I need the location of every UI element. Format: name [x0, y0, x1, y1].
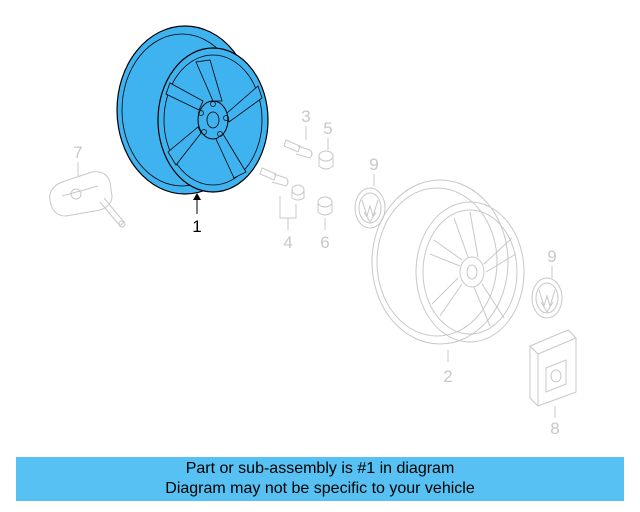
bolt[interactable] [259, 167, 305, 201]
callout-1[interactable]: 1 [192, 217, 201, 236]
callout-2[interactable]: 2 [443, 367, 452, 386]
caption-line-2: Diagram may not be specific to your vehi… [165, 480, 475, 497]
caption-line-1: Part or sub-assembly is #1 in diagram [185, 460, 455, 477]
callout-7[interactable]: 7 [73, 143, 82, 162]
callout-4[interactable]: 4 [283, 233, 292, 252]
emblem-left[interactable] [354, 187, 386, 229]
callout-3[interactable]: 3 [301, 107, 310, 126]
leader-arrow-1 [193, 193, 201, 200]
wheel-highlighted[interactable] [116, 25, 269, 195]
parts-diagram: 1 7 3 5 4 6 [49, 25, 577, 438]
wheel-background[interactable] [371, 179, 525, 345]
caption-banner: Part or sub-assembly is #1 in diagram Di… [16, 457, 624, 501]
emblem-right[interactable] [531, 277, 563, 319]
tpms-sensor[interactable] [49, 171, 126, 228]
box[interactable] [529, 329, 577, 407]
cap-upper[interactable] [318, 150, 334, 170]
callout-8[interactable]: 8 [550, 419, 559, 438]
callout-9-right[interactable]: 9 [547, 247, 556, 266]
callout-6[interactable]: 6 [320, 233, 329, 252]
callout-5[interactable]: 5 [323, 119, 332, 138]
valve-stem-bolt[interactable] [283, 139, 313, 159]
callout-9-left[interactable]: 9 [369, 155, 378, 174]
cap-lower[interactable] [317, 196, 333, 216]
